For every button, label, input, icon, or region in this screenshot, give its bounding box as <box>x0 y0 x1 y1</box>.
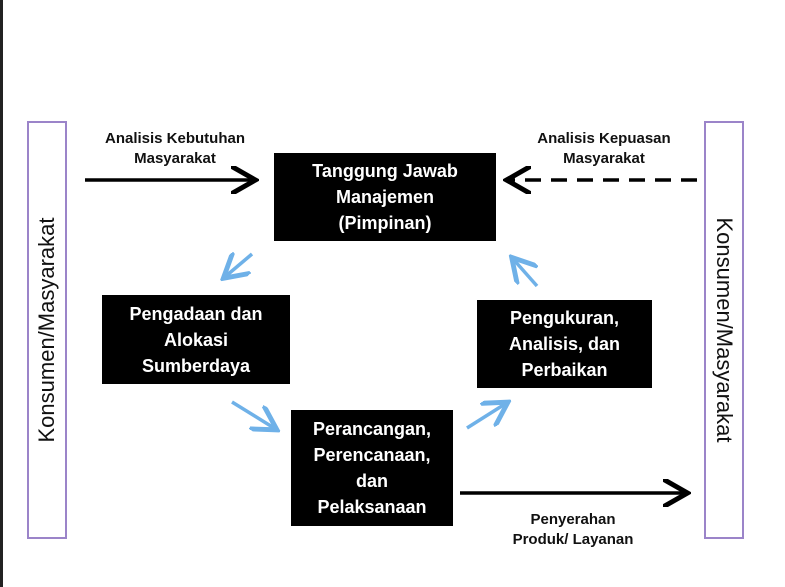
cycle-arrow-planning-to-measurement <box>466 404 505 430</box>
measurement-node-label: Pengukuran, Analisis, dan Perbaikan <box>508 308 621 380</box>
satisfaction-analysis-caption: Analisis Kepuasan Masyarakat <box>537 130 671 167</box>
consumer-box-right: Konsumen/Masyarakat <box>704 121 744 539</box>
consumer-label-left: Konsumen/Masyarakat <box>34 217 59 443</box>
left-border-line <box>0 0 3 587</box>
resources-node-label: Pengadaan dan Alokasi Sumberdaya <box>129 303 263 376</box>
measurement-node: Pengukuran, Analisis, dan Perbaikan <box>477 300 652 388</box>
management-node-label: Tanggung Jawab Manajemen (Pimpinan) <box>312 161 458 233</box>
planning-node-label: Perancangan, Perencanaan, dan Pelaksanaa… <box>312 419 432 517</box>
resources-node: Pengadaan dan Alokasi Sumberdaya <box>102 295 290 384</box>
cycle-arrow-management-to-resources <box>226 254 254 276</box>
planning-node: Perancangan, Perencanaan, dan Pelaksanaa… <box>291 410 453 526</box>
consumer-box-left: Konsumen/Masyarakat <box>27 121 67 539</box>
management-node: Tanggung Jawab Manajemen (Pimpinan) <box>274 153 496 241</box>
delivery-caption: Penyerahan Produk/ Layanan <box>512 511 634 548</box>
needs-analysis-caption: Analisis Kebutuhan Masyarakat <box>104 130 246 167</box>
consumer-label-right: Konsumen/Masyarakat <box>712 217 737 443</box>
cycle-arrow-resources-to-planning <box>231 400 274 428</box>
cycle-arrow-measurement-to-management <box>514 260 537 288</box>
